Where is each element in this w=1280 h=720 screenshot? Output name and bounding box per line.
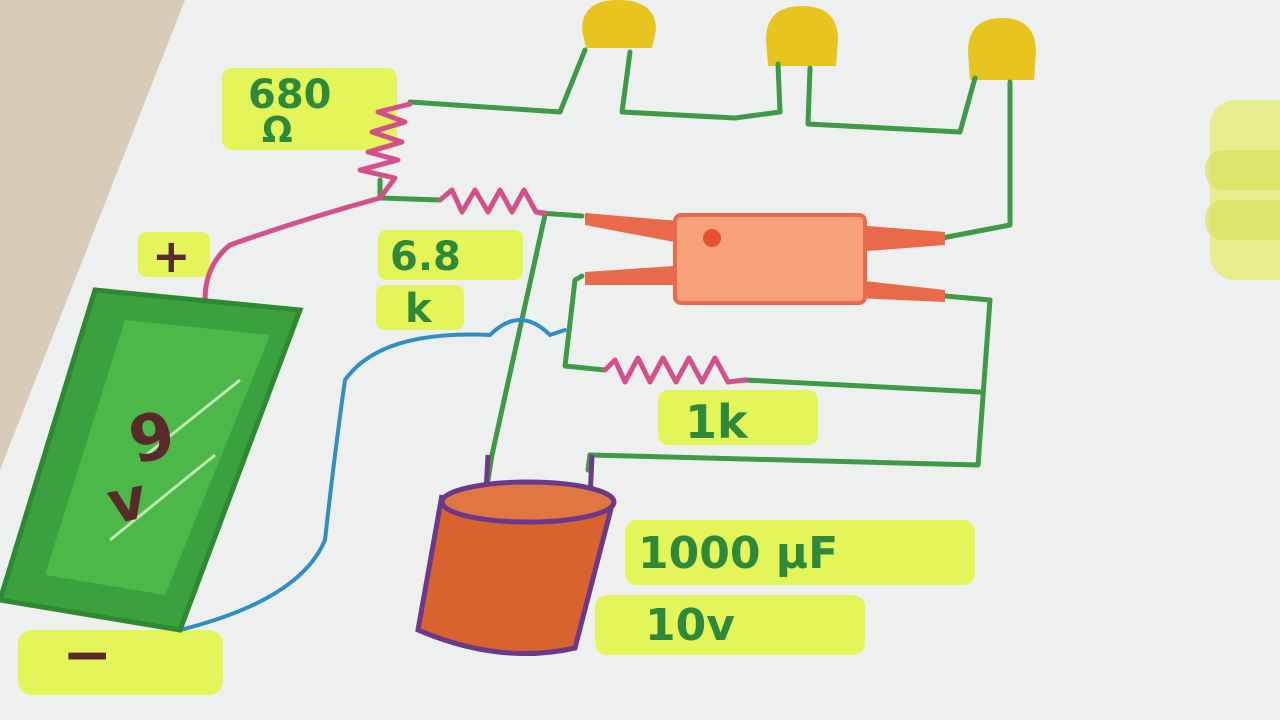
label-highlights xyxy=(18,68,975,695)
battery-plus-wire xyxy=(202,195,383,303)
capacitor-voltage-label: 10v xyxy=(645,600,735,651)
pink-wiring xyxy=(202,101,748,385)
resistor-680-label: 680 xyxy=(248,72,332,118)
resistor-6k8-label: 6.8 xyxy=(390,234,461,280)
resistor-6k8-unit: k xyxy=(405,286,433,332)
battery-9v xyxy=(0,287,304,633)
relay-component xyxy=(585,213,945,305)
battery-minus-label: − xyxy=(62,620,112,690)
resistor-6k8 xyxy=(437,187,548,216)
resistor-1k xyxy=(602,355,748,385)
resistor-680-ohm xyxy=(357,101,413,201)
capacitor-1000uf xyxy=(415,454,617,657)
battery-minus-wire xyxy=(178,318,567,632)
battery-plus-label: + xyxy=(152,229,191,283)
resistor-680-unit: Ω xyxy=(262,110,293,151)
capacitor-value-label: 1000 μF xyxy=(638,528,838,579)
led-2 xyxy=(766,6,838,66)
led-3 xyxy=(968,18,1036,80)
led-1 xyxy=(582,0,656,48)
resistor-1k-label: 1k xyxy=(685,395,749,449)
marker-pen xyxy=(1205,100,1280,280)
